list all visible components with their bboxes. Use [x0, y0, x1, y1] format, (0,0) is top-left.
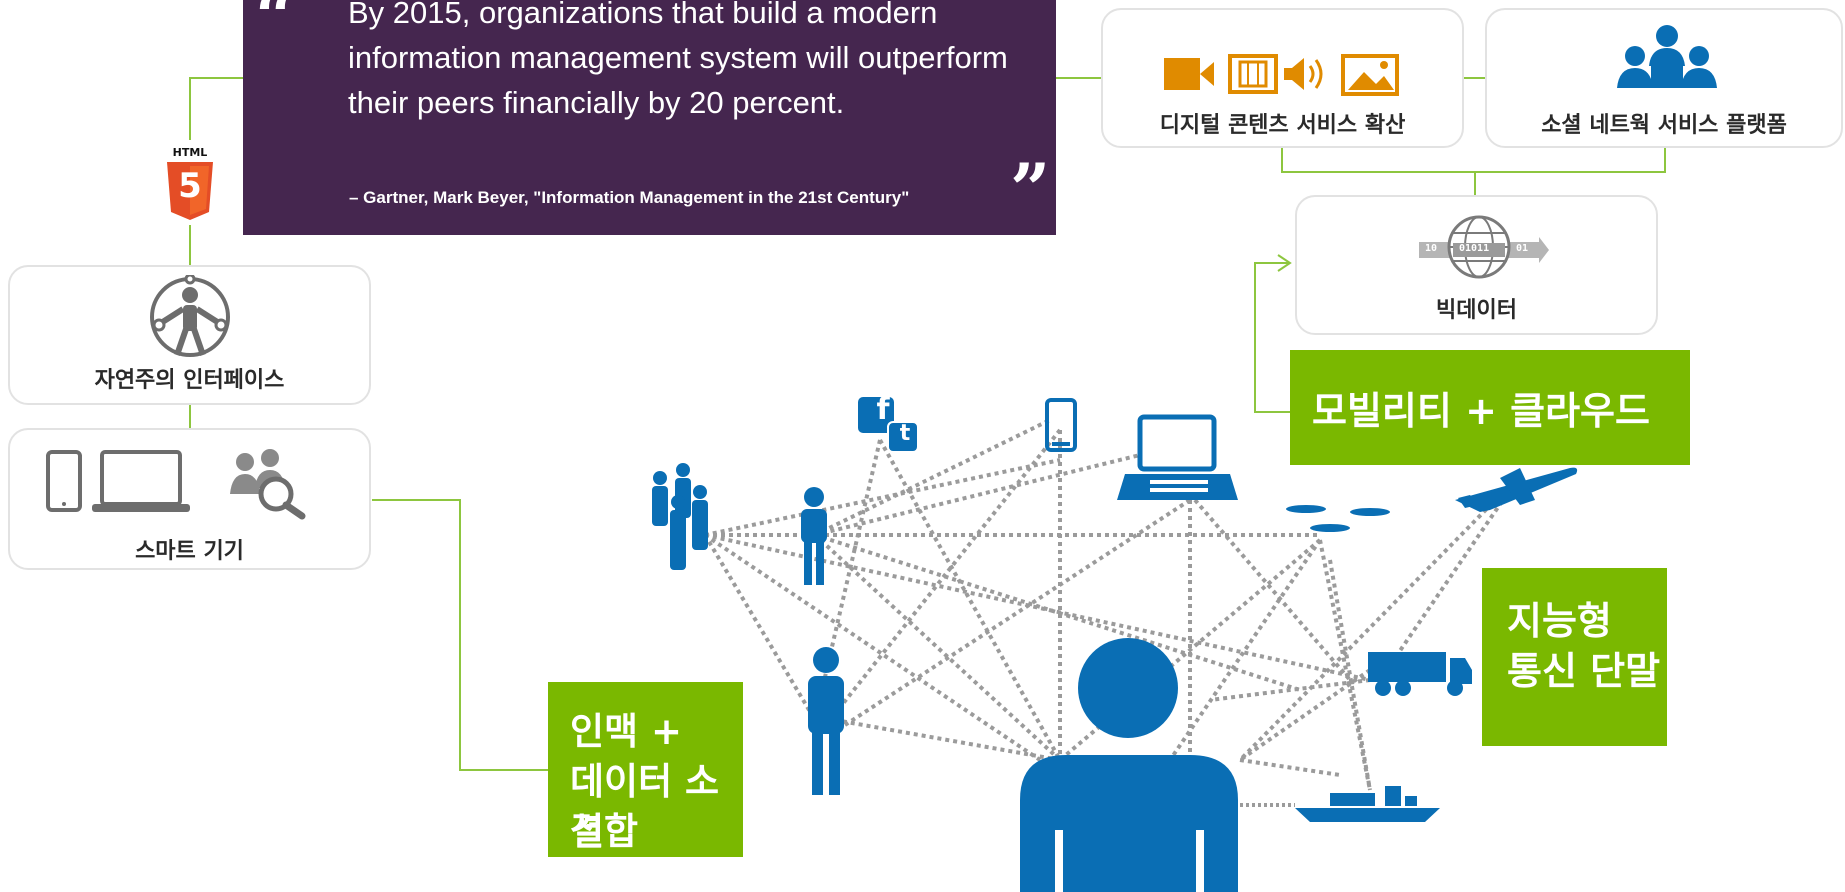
social-data-line3: 결합: [570, 810, 639, 853]
body-sensor-icon: [150, 275, 230, 357]
quote-text: By 2015, organizations that build a mode…: [348, 0, 1008, 120]
html5-caption: HTML: [172, 146, 208, 159]
smart-devices-card: 스마트 기기: [8, 428, 371, 570]
html5-shield-icon: [167, 162, 213, 220]
natural-interface-card: 자연주의 인터페이스: [8, 265, 371, 405]
people-group-icon: [652, 463, 708, 570]
airplane-icon: [1455, 467, 1578, 512]
digital-content-card: 디지털 콘텐츠 서비스 확산: [1101, 8, 1464, 148]
intelligent-terminal-line2: 통신 단말: [1507, 649, 1661, 693]
truck-icon: [1368, 652, 1472, 696]
media-icons: [1164, 54, 1399, 96]
twitter-icon: [887, 421, 919, 453]
open-quote-icon: “: [255, 0, 296, 58]
film-icon: [1228, 54, 1278, 94]
devices-icons: [46, 449, 306, 520]
binary-middle: 01011: [1459, 243, 1490, 254]
image-icon: [1341, 54, 1399, 96]
social-network-label: 소셜 네트웍 서비스 플랫폼: [1541, 113, 1787, 138]
html5-logo: HTML 5: [163, 146, 217, 226]
social-data-line1: 인맥 +: [570, 710, 682, 753]
mobility-cloud-label: 모빌리티 + 클라우드: [1312, 389, 1650, 433]
digital-content-label: 디지털 콘텐츠 서비스 확산: [1159, 113, 1406, 138]
main-user-icon: [1020, 638, 1238, 892]
smartphone-icon: [1045, 398, 1077, 452]
binary-left: 10: [1425, 243, 1438, 254]
facebook-letter: f: [876, 392, 890, 427]
satellite-icon: [1286, 505, 1390, 532]
quote-source: – Gartner, Mark Beyer, "Information Mana…: [349, 188, 910, 207]
facebook-icon: [858, 397, 894, 433]
speaker-icon: [1284, 58, 1323, 90]
social-data-line2: 데이터 소셜: [570, 760, 720, 853]
tablet-icon: [46, 450, 82, 512]
ship-icon: [1295, 786, 1440, 822]
video-camera-icon: [1164, 58, 1214, 90]
natural-interface-label: 자연주의 인터페이스: [94, 368, 285, 393]
html5-number: 5: [178, 166, 202, 206]
intelligent-terminal-line1: 지능형: [1507, 599, 1612, 643]
twitter-letter: t: [899, 421, 911, 446]
intelligent-terminal-box: 지능형 통신 단말: [1482, 568, 1667, 746]
close-quote-icon: ”: [1010, 148, 1051, 231]
person-icon: [801, 487, 827, 585]
big-data-label: 빅데이터: [1436, 298, 1517, 323]
big-data-card: 10 01011 01 빅데이터: [1295, 195, 1658, 335]
mobility-cloud-box: 모빌리티 + 클라우드: [1290, 350, 1690, 465]
person-icon: [808, 647, 844, 795]
social-group-icon: [1617, 25, 1717, 88]
smart-devices-label: 스마트 기기: [135, 539, 244, 564]
people-search-icon: [230, 449, 306, 520]
laptop-icon: [1117, 414, 1238, 500]
social-data-box: 인맥 + 데이터 소셜 결합: [548, 682, 743, 857]
laptop-icon: [92, 450, 190, 512]
binary-right: 01: [1516, 243, 1529, 254]
globe-data-icon: [1419, 215, 1549, 279]
quote-block: “ By 2015, organizations that build a mo…: [243, 0, 1056, 235]
social-network-card: 소셜 네트웍 서비스 플랫폼: [1485, 8, 1843, 148]
